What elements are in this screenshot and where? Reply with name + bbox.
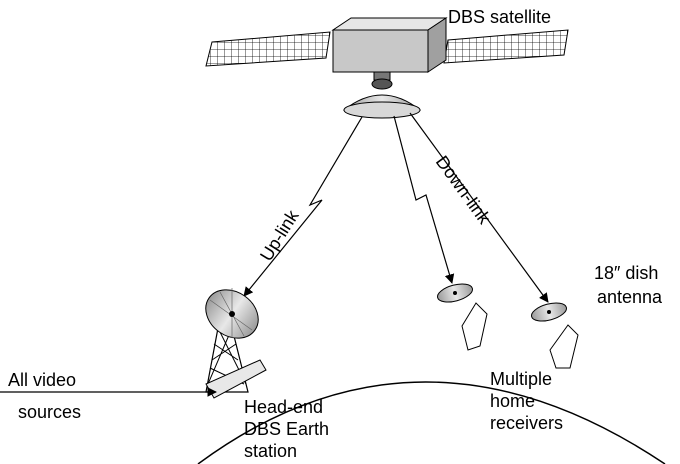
headend-label-line2: DBS Earth — [244, 419, 330, 439]
satellite-label: DBS satellite — [448, 7, 552, 27]
receivers-label-line3: receivers — [490, 413, 564, 433]
dish-antenna-label-line1: 18″ dish — [594, 263, 659, 283]
receiver-1-house — [461, 302, 488, 351]
satellite-joint — [371, 78, 393, 90]
satellite-body-side — [427, 17, 447, 73]
headend-label-line3: station — [244, 441, 298, 461]
home-receiver-2-icon — [530, 302, 579, 369]
earth-station-icon — [205, 288, 267, 399]
right-solar-panel — [443, 29, 569, 64]
dish-antenna-label-line2: antenna — [597, 287, 663, 307]
headend-label-line1: Head-end — [244, 397, 324, 417]
downlink-arrow-1 — [393, 115, 455, 284]
video-sources-label-line1: All video — [8, 370, 77, 390]
receiver-2-house — [549, 324, 579, 369]
satellite-icon — [205, 17, 569, 119]
downlink-arrow-2 — [409, 112, 549, 303]
uplink-line — [243, 116, 363, 297]
earth-surface — [197, 381, 666, 464]
satellite-body-front — [332, 29, 429, 73]
home-receiver-1-icon — [436, 283, 488, 351]
left-solar-panel — [205, 31, 331, 67]
station-dish-hub — [229, 311, 235, 317]
video-sources-label-line2: sources — [18, 402, 82, 422]
tower-lattice — [207, 327, 247, 389]
receivers-label-line1: Multiple — [490, 369, 553, 389]
receivers-label-line2: home — [490, 391, 536, 411]
satellite-body-top — [331, 17, 448, 31]
satellite-dish-rim — [343, 101, 421, 119]
